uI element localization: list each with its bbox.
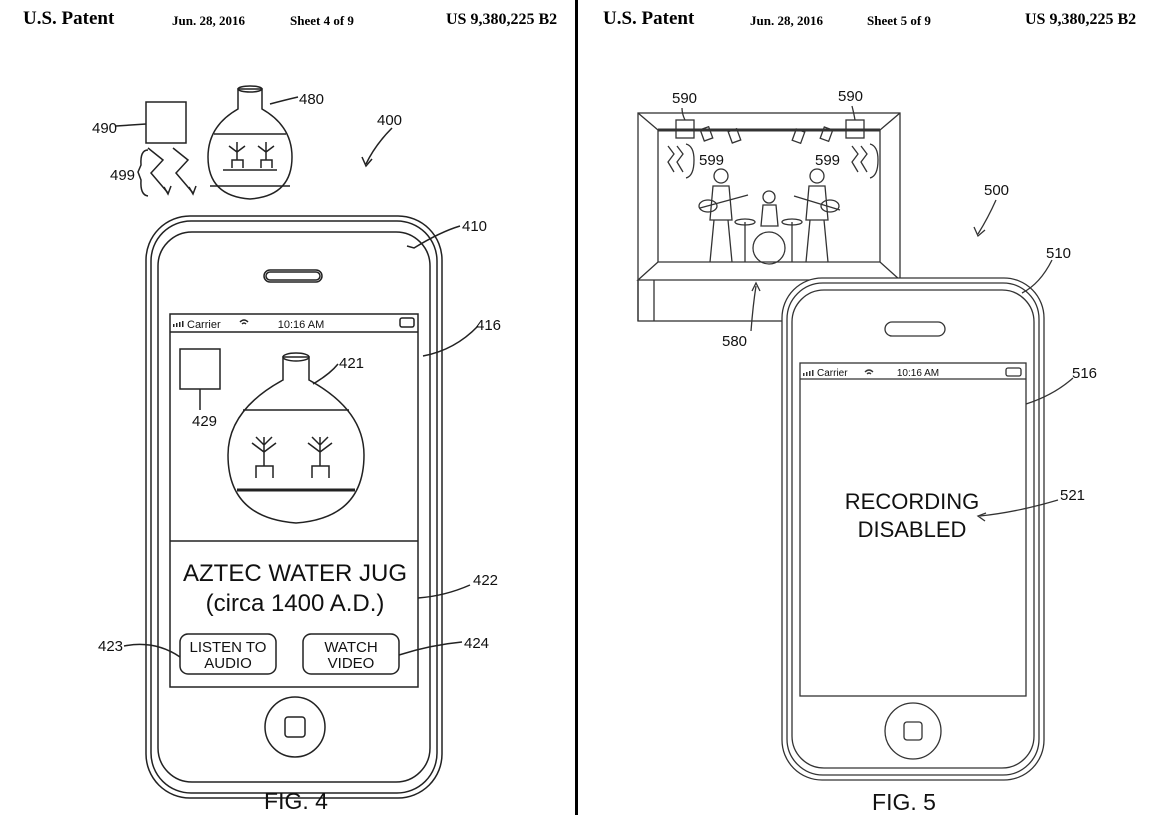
header-patent-number: US 9,380,225 B2 [1025, 11, 1137, 28]
leader-510 [1021, 259, 1053, 294]
battery-icon [1005, 367, 1022, 377]
ref-599: 599 [815, 152, 840, 169]
header-patent-number: US 9,380,225 B2 [446, 11, 558, 28]
message-line1: RECORDING [845, 489, 979, 514]
message-line2: DISABLED [858, 517, 967, 542]
leader-424 [398, 641, 463, 656]
home-button[interactable] [884, 702, 942, 760]
artifact-jug-480 [207, 85, 293, 200]
touchscreen-516 [799, 362, 1027, 697]
figure-label: FIG. 5 [872, 789, 936, 815]
brace-599 [869, 143, 879, 179]
ref-510: 510 [1046, 245, 1071, 262]
signal-line [147, 147, 169, 194]
watch-video-button[interactable] [302, 633, 400, 675]
patent-sheet-5: U.S. Patent Jun. 28, 2016 Sheet 5 of 9 U… [578, 0, 1156, 815]
status-carrier: Carrier [817, 368, 848, 379]
brace-599 [685, 143, 695, 179]
status-time: 10:16 AM [278, 319, 324, 331]
phone-410 [145, 215, 443, 799]
wifi-icon [864, 369, 874, 375]
header-sheet-number: Sheet 5 of 9 [867, 13, 931, 28]
home-button[interactable] [264, 696, 326, 758]
ref-400: 400 [377, 112, 402, 129]
patent-sheet-4: U.S. Patent Jun. 28, 2016 Sheet 4 of 9 U… [0, 0, 576, 815]
battery-icon [399, 317, 415, 328]
item-subtitle: (circa 1400 A.D.) [206, 590, 385, 617]
icon-429 [179, 348, 221, 390]
figure-label: FIG. 4 [264, 788, 328, 814]
header-patent-label: U.S. Patent [23, 8, 115, 29]
ref-480: 480 [299, 91, 324, 108]
performer-guitarist-left [698, 168, 749, 263]
ref-490: 490 [92, 120, 117, 137]
signal-line [860, 145, 868, 173]
signal-bars-icon [173, 321, 184, 327]
signal-bars-icon [803, 370, 814, 376]
arrow-500 [977, 199, 997, 235]
signal-line [667, 145, 675, 173]
signal-line [851, 145, 859, 173]
ref-580: 580 [722, 333, 747, 350]
ref-423: 423 [98, 638, 123, 655]
fig4-drawing: Carrier 10:16 AM AZTEC WATER JUG (circa … [92, 85, 501, 814]
header-patent-label: U.S. Patent [603, 8, 695, 29]
touchscreen-416 [169, 313, 419, 688]
watch-button-line1: WATCH [324, 639, 377, 656]
ref-499: 499 [110, 167, 135, 184]
phone-510 [781, 277, 1045, 781]
wifi-icon [239, 319, 249, 325]
listen-button-line2: AUDIO [204, 655, 252, 672]
ref-429: 429 [192, 413, 217, 430]
listen-to-audio-button[interactable] [179, 633, 277, 675]
ref-521: 521 [1060, 487, 1085, 504]
ref-599: 599 [699, 152, 724, 169]
signal-line [172, 147, 194, 194]
leader-416 [422, 325, 479, 357]
status-carrier: Carrier [187, 319, 221, 331]
ref-500: 500 [984, 182, 1009, 199]
stage-lights [699, 125, 834, 145]
watch-button-line2: VIDEO [328, 655, 375, 672]
brace-499 [137, 149, 149, 197]
ref-424: 424 [464, 635, 489, 652]
header-date: Jun. 28, 2016 [750, 13, 823, 28]
ref-416: 416 [476, 317, 501, 334]
ref-590: 590 [672, 90, 697, 107]
leader-590 [851, 105, 856, 121]
item-title: AZTEC WATER JUG [183, 560, 407, 587]
listen-button-line1: LISTEN TO [190, 639, 267, 656]
leader-516 [1025, 377, 1074, 405]
leader-590 [681, 107, 686, 121]
ref-516: 516 [1072, 365, 1097, 382]
ref-410: 410 [462, 218, 487, 235]
earpiece [884, 321, 946, 337]
leader-421 [312, 363, 339, 385]
header-sheet-number: Sheet 4 of 9 [290, 13, 354, 28]
artifact-image-421 [227, 352, 365, 524]
leader-490 [115, 123, 147, 127]
performer-drummer [734, 190, 803, 265]
signal-line [676, 145, 684, 173]
leader-521 [979, 499, 1059, 517]
performer-guitarist-right [793, 168, 841, 263]
leader-423 [123, 643, 181, 658]
leader-422 [417, 584, 471, 599]
leader-580 [750, 285, 757, 332]
header-date: Jun. 28, 2016 [172, 13, 245, 28]
leader-480 [269, 96, 299, 105]
ref-422: 422 [473, 572, 498, 589]
arrow-400 [365, 127, 393, 165]
ref-421: 421 [339, 355, 364, 372]
status-time: 10:16 AM [897, 368, 939, 379]
leader-410 [406, 225, 461, 249]
ref-590: 590 [838, 88, 863, 105]
sheet-divider [575, 0, 578, 815]
earpiece [263, 269, 323, 283]
beacon-490 [145, 101, 187, 144]
fig5-drawing: Carrier 10:16 AM RECORDING DISABLED 590 … [636, 88, 1097, 815]
